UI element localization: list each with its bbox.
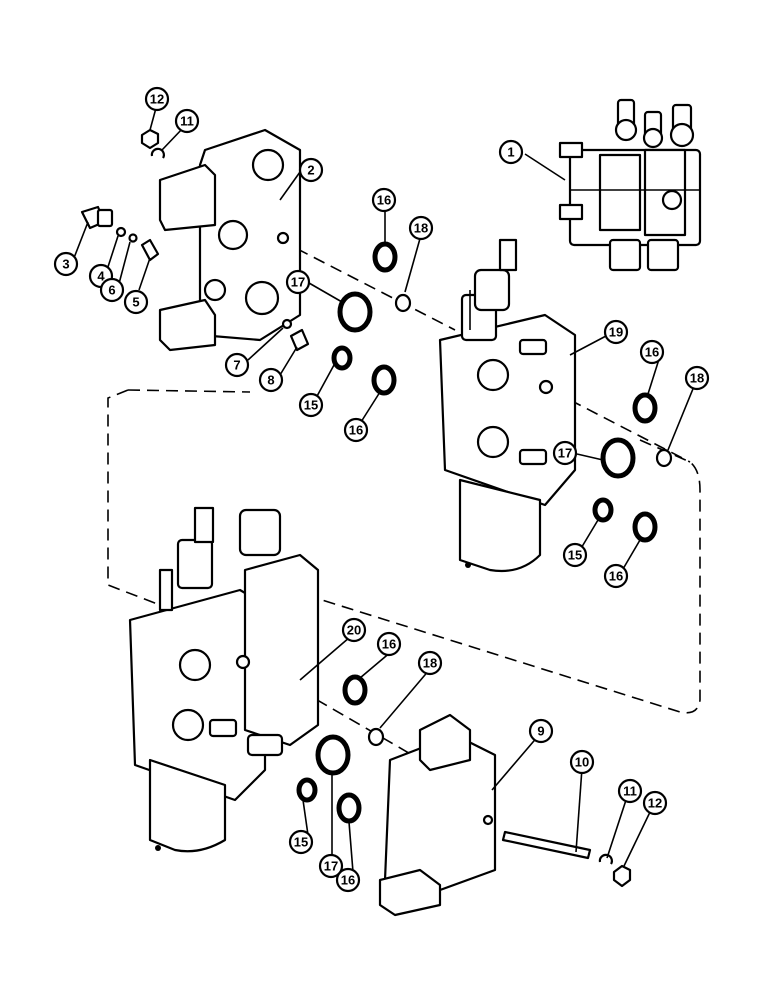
callout-11-bottom: 11	[617, 778, 643, 804]
callout-8: 8	[258, 367, 284, 393]
spring-5	[140, 238, 160, 262]
o-ring-16-f	[336, 792, 362, 824]
callout-label: 16	[377, 193, 391, 208]
dashed-line-upper	[127, 389, 251, 393]
callout-label: 16	[382, 637, 396, 652]
callout-label: 16	[645, 345, 659, 360]
callout-7: 7	[224, 352, 250, 378]
callout-17-b: 17	[552, 440, 578, 466]
callout-label: 7	[233, 358, 240, 373]
assembly-boundary-dashed	[107, 389, 701, 714]
callout-16-e: 16	[376, 631, 402, 657]
callout-label: 12	[648, 796, 662, 811]
callout-label: 20	[347, 623, 361, 638]
callout-label: 16	[341, 873, 355, 888]
o-ring-15-c	[296, 777, 318, 803]
callout-label: 5	[132, 295, 139, 310]
outlet-end-plate	[378, 713, 497, 917]
lock-washer-11-bottom	[598, 853, 613, 865]
work-section-20	[128, 506, 320, 853]
nut-12-bottom	[612, 864, 632, 888]
o-ring-16-a	[372, 241, 398, 273]
callout-18-c: 18	[417, 650, 443, 676]
o-ring-17-c	[315, 734, 351, 776]
callout-20: 20	[341, 617, 367, 643]
callout-15-b: 15	[562, 542, 588, 568]
callout-label: 17	[291, 275, 305, 290]
o-ring-16-e	[342, 674, 368, 706]
callout-label: 10	[575, 755, 589, 770]
callout-label: 19	[609, 325, 623, 340]
callout-label: 6	[108, 283, 115, 298]
seal-18-a	[394, 293, 412, 313]
callout-17-a: 17	[285, 269, 311, 295]
seal-washer-4	[115, 226, 127, 238]
valve-assembly-complete	[558, 98, 702, 272]
lock-washer-11-top	[150, 147, 165, 159]
seal-18-b	[655, 448, 673, 468]
callout-2: 2	[298, 157, 324, 183]
callout-label: 17	[324, 859, 338, 874]
callout-label: 11	[180, 114, 194, 129]
inlet-end-plate	[158, 128, 302, 352]
ball-7	[281, 318, 293, 330]
o-ring-16-d	[632, 511, 658, 543]
callout-1: 1	[498, 139, 524, 165]
callout-9: 9	[528, 718, 554, 744]
seal-18-c	[367, 727, 385, 747]
callout-label: 17	[558, 446, 572, 461]
callout-12-bottom: 12	[642, 790, 668, 816]
callout-label: 16	[349, 423, 363, 438]
o-ring-15-b	[592, 497, 614, 523]
callout-16-c: 16	[639, 339, 665, 365]
callout-12-top: 12	[144, 86, 170, 112]
callout-16-f: 16	[335, 867, 361, 893]
callout-label: 12	[150, 92, 164, 107]
callout-label: 2	[307, 163, 314, 178]
callout-17-c: 17	[318, 853, 344, 879]
callout-label: 18	[423, 656, 437, 671]
callout-6: 6	[99, 277, 125, 303]
callout-label: 3	[62, 257, 69, 272]
callout-16-b: 16	[343, 417, 369, 443]
callout-3: 3	[53, 251, 79, 277]
callout-label: 4	[97, 269, 105, 284]
o-ring-15-a	[331, 345, 353, 371]
ball-6	[128, 233, 138, 243]
callout-11-top: 11	[174, 108, 200, 134]
callout-label: 1	[507, 145, 514, 160]
o-ring-16-c	[632, 392, 658, 424]
callout-15-c: 15	[288, 829, 314, 855]
callout-label: 15	[294, 835, 308, 850]
callout-label: 15	[304, 398, 318, 413]
callout-label: 11	[623, 784, 637, 799]
callout-label: 8	[267, 373, 274, 388]
tie-rod-10	[501, 830, 592, 860]
nut-12-top	[140, 128, 160, 150]
callout-label: 16	[609, 569, 623, 584]
dashed-line-center-1	[279, 239, 456, 331]
plug-8	[289, 328, 310, 352]
work-section-19	[438, 238, 577, 573]
dashed-line-center-2	[569, 399, 691, 463]
callout-19: 19	[603, 319, 629, 345]
callout-16-d: 16	[603, 563, 629, 589]
o-ring-16-b	[371, 364, 397, 396]
callout-10: 10	[569, 749, 595, 775]
callout-label: 18	[690, 371, 704, 386]
o-ring-17-b	[600, 437, 636, 479]
o-ring-17-a	[337, 291, 373, 333]
callout-18-b: 18	[684, 365, 710, 391]
callout-label: 9	[537, 724, 544, 739]
callout-5: 5	[123, 289, 149, 315]
callout-label: 15	[568, 548, 582, 563]
callout-15-a: 15	[298, 392, 324, 418]
callout-18-a: 18	[408, 215, 434, 241]
callout-16-a: 16	[371, 187, 397, 213]
callout-label: 18	[414, 221, 428, 236]
